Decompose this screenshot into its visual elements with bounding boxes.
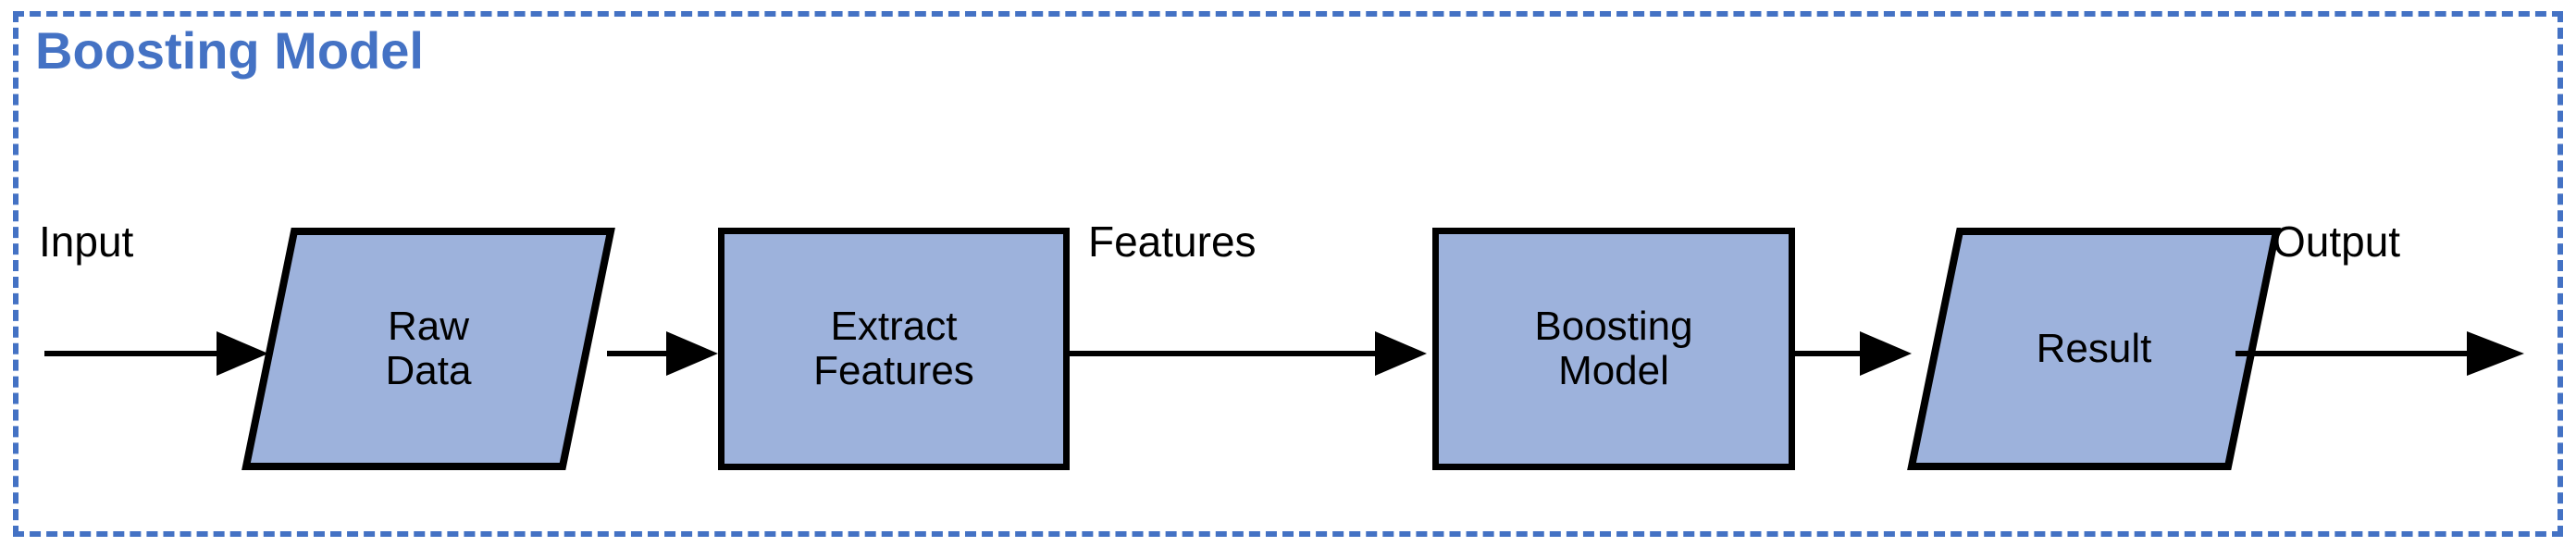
node-result[interactable]: Result — [1907, 228, 2281, 470]
node-extract-features[interactable]: Extract Features — [718, 228, 1070, 470]
connector-input-to-raw-data — [44, 331, 268, 376]
group-title: Boosting Model — [35, 21, 424, 80]
node-label-result: Result — [2036, 326, 2152, 372]
node-label-raw-data: Raw Data — [385, 304, 472, 393]
node-label-extract-features: Extract Features — [813, 304, 974, 393]
parallelogram-shape-raw-data — [242, 228, 615, 470]
connector-result-to-output — [2235, 331, 2524, 376]
connector-raw-data-to-extract-features — [607, 331, 718, 376]
connector-extract-features-to-boosting-model — [1070, 331, 1427, 376]
group-frame-boosting-model — [13, 11, 2563, 537]
connector-boosting-model-to-result — [1795, 331, 1912, 376]
edge-label-input: Input — [39, 217, 134, 266]
node-label-boosting-model: Boosting Model — [1534, 304, 1693, 393]
node-boosting-model[interactable]: Boosting Model — [1432, 228, 1795, 470]
edge-label-output: Output — [2273, 217, 2401, 266]
parallelogram-shape-result — [1907, 228, 2281, 470]
node-raw-data[interactable]: Raw Data — [242, 228, 615, 470]
edge-label-features: Features — [1088, 217, 1257, 266]
